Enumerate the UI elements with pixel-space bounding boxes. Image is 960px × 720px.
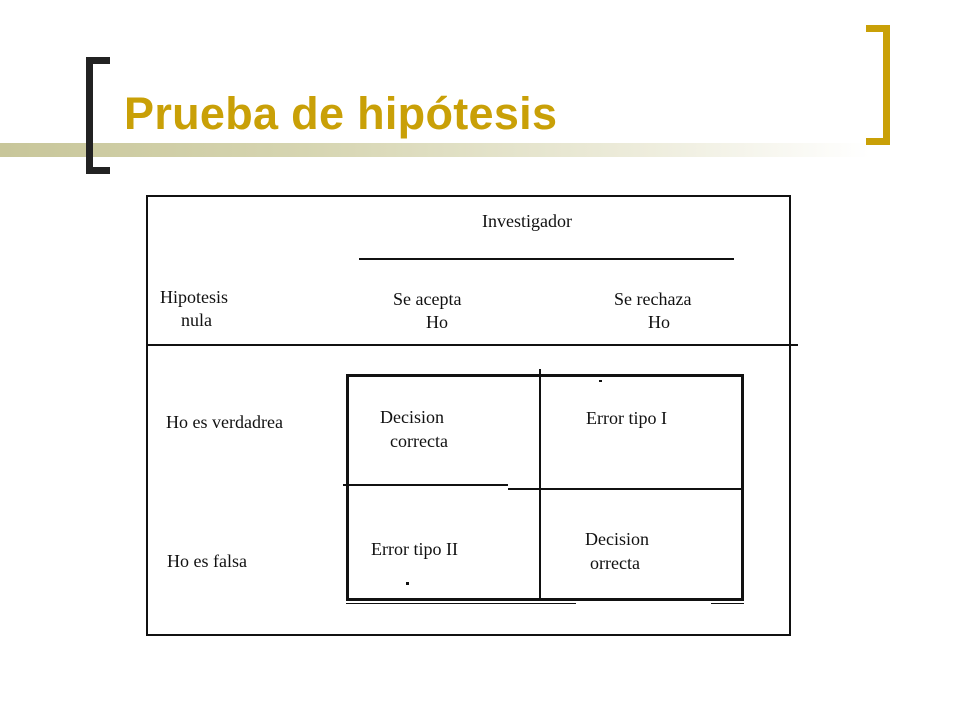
cell-false-accept: Error tipo II — [371, 539, 458, 559]
scan-artifact-mark — [406, 582, 409, 585]
row-label-true: Ho es verdadrea — [166, 412, 283, 432]
row-header-line1: Hipotesis — [160, 287, 229, 307]
column-header-accept-line1: Se acepta — [393, 289, 462, 309]
column-header-reject-line1: Se rechaza — [614, 289, 692, 309]
right-bracket-decoration — [866, 25, 890, 145]
decision-grid-horizontal-divider-left — [343, 484, 508, 486]
header-group-rule — [359, 258, 734, 260]
hypothesis-decision-table — [146, 195, 791, 636]
decision-grid-horizontal-divider-right — [508, 488, 744, 490]
cell-false-reject-line2: orrecta — [590, 553, 640, 573]
slide-title: Prueba de hipótesis — [124, 88, 558, 139]
cell-true-accept-line1: Decision — [380, 407, 444, 427]
column-header-accept-line2: Ho — [426, 312, 448, 332]
decision-grid-bottom-underline-left — [346, 603, 576, 604]
scan-artifact-mark — [599, 380, 602, 382]
cell-true-accept-line2: correcta — [390, 431, 448, 451]
decision-grid-vertical-divider — [539, 369, 541, 601]
title-underline-bar — [0, 143, 870, 157]
decision-grid — [346, 374, 744, 601]
header-group-label: Investigador — [482, 211, 572, 231]
cell-true-reject: Error tipo I — [586, 408, 667, 428]
cell-false-reject-line1: Decision — [585, 529, 649, 549]
row-label-false: Ho es falsa — [167, 551, 247, 571]
header-separator — [146, 344, 798, 346]
left-bracket-decoration — [86, 57, 110, 174]
column-header-reject-line2: Ho — [648, 312, 670, 332]
row-header-line2: nula — [181, 310, 212, 330]
decision-grid-bottom-underline-right — [711, 603, 744, 604]
